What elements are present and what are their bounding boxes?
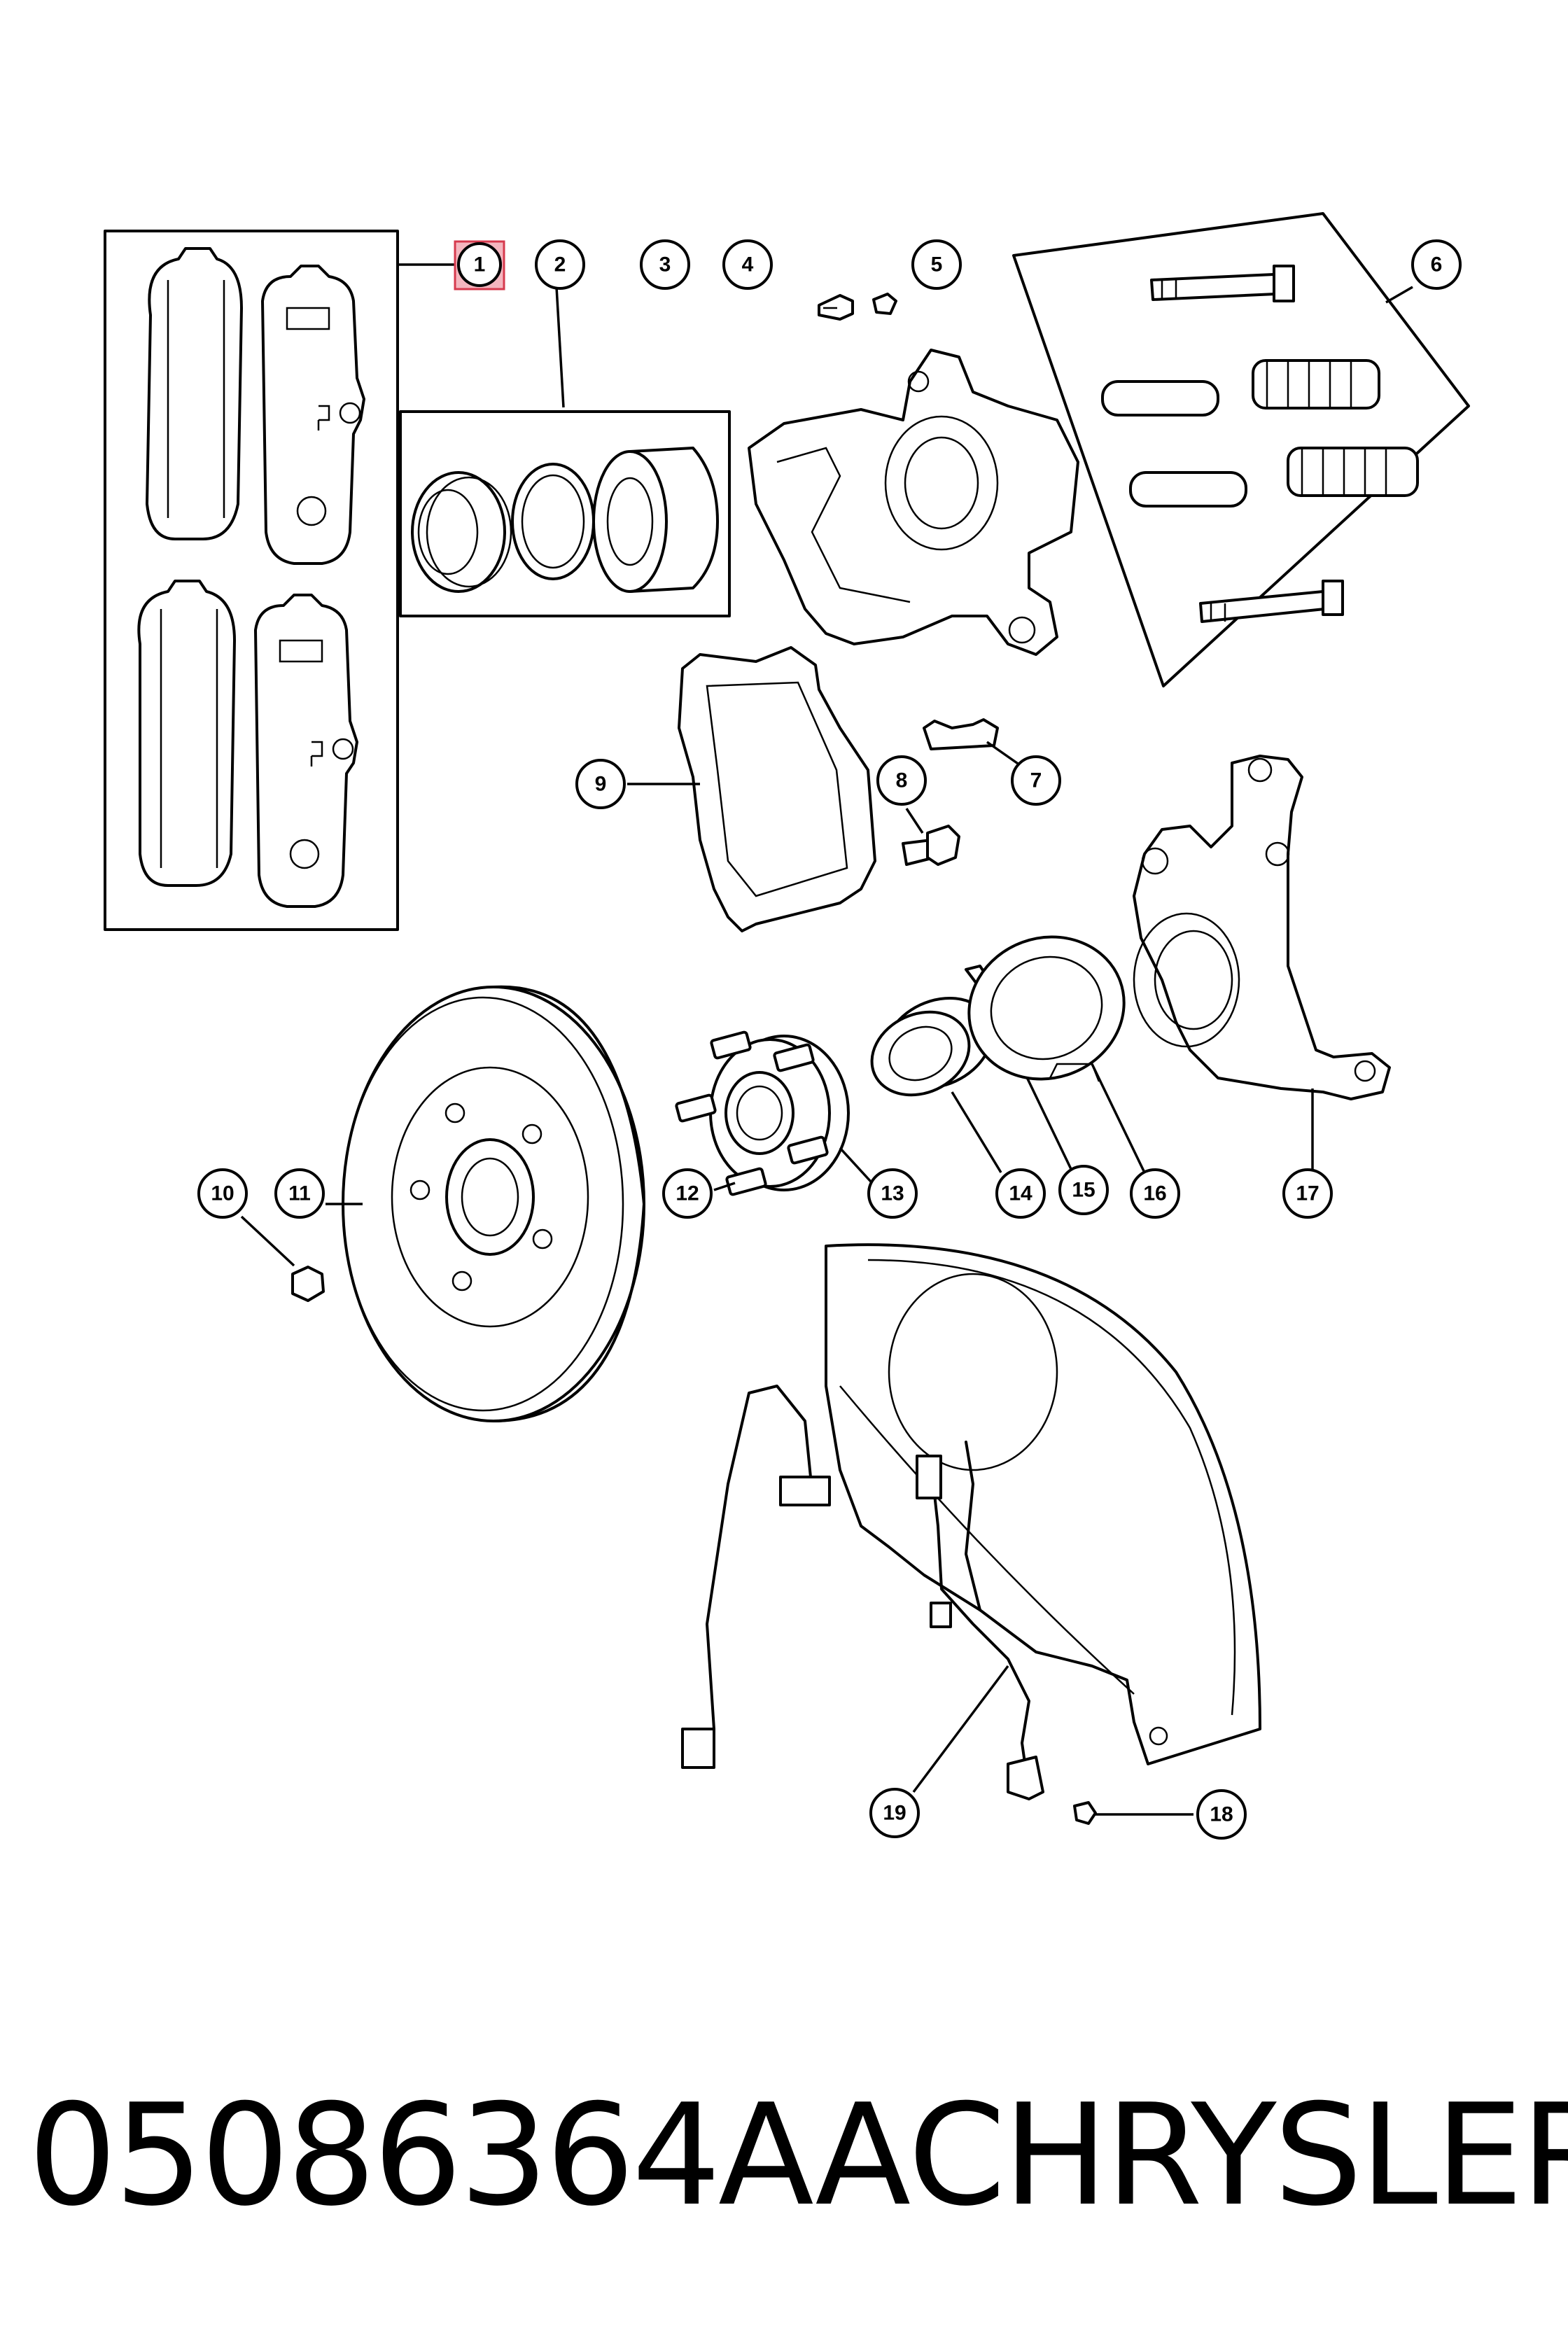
svg-text:14: 14 [1009, 1182, 1032, 1205]
callout-3: 3 [640, 239, 690, 290]
brand-name: CHRYSLER [908, 2074, 1568, 2237]
callout-18: 18 [1196, 1789, 1247, 1840]
guide-pin-bolt-upper [1150, 265, 1295, 302]
callout-1: 1 [454, 240, 505, 290]
wheel-studs [675, 1030, 829, 1196]
wheel-bearing [870, 996, 1002, 1173]
svg-text:10: 10 [211, 1182, 234, 1205]
callout-11: 11 [274, 1168, 325, 1219]
guide-pin-boot-1 [1252, 359, 1380, 410]
splash-shield-screw [1073, 1801, 1194, 1825]
callout-19: 19 [869, 1788, 920, 1838]
bleeder-cap [872, 293, 897, 315]
brake-rotor [326, 985, 645, 1422]
wheel-speed-sensor-harness [912, 1441, 1044, 1800]
piston-boot [411, 471, 512, 593]
caliper-adapter [627, 646, 876, 932]
callout-13: 13 [867, 1168, 918, 1219]
callout-14: 14 [995, 1168, 1046, 1219]
svg-text:4: 4 [742, 253, 754, 276]
anti-rattle-clip [923, 718, 1023, 768]
brake-pad-lower [137, 580, 358, 908]
piston-seal [511, 463, 595, 580]
guide-pin-sleeve-2 [1129, 471, 1247, 507]
svg-text:19: 19 [883, 1802, 906, 1825]
svg-text:3: 3 [659, 253, 671, 276]
caliper-piston [592, 447, 719, 593]
steering-knuckle [1133, 755, 1391, 1176]
svg-text:2: 2 [554, 253, 566, 276]
svg-text:6: 6 [1431, 253, 1443, 276]
splash-shield [825, 1243, 1261, 1765]
svg-text:9: 9 [595, 773, 607, 796]
brake-caliper [748, 349, 1079, 656]
piston-seal-kit-box [399, 286, 731, 617]
svg-text:15: 15 [1072, 1179, 1095, 1202]
callout-17: 17 [1282, 1168, 1333, 1219]
part-label-footer: 05086364AA CHRYSLER [28, 2072, 1568, 2240]
callout-10: 10 [197, 1168, 248, 1219]
callout-4: 4 [722, 239, 773, 290]
callout-8: 8 [876, 755, 927, 806]
caliper-mounting-bolt [902, 808, 960, 866]
guide-pin-sleeve-1 [1101, 380, 1219, 416]
svg-text:18: 18 [1210, 1803, 1233, 1826]
svg-text:16: 16 [1143, 1182, 1166, 1205]
callout-2: 2 [535, 239, 585, 290]
svg-text:5: 5 [931, 253, 943, 276]
wheel-stud-nut [240, 1215, 325, 1302]
callout-12: 12 [662, 1168, 713, 1219]
callout-5: 5 [911, 239, 962, 290]
guide-pin-boot-2 [1287, 447, 1419, 497]
svg-text:17: 17 [1296, 1182, 1319, 1205]
svg-text:13: 13 [881, 1182, 904, 1205]
callout-9: 9 [575, 759, 626, 809]
svg-text:7: 7 [1030, 769, 1042, 792]
svg-text:11: 11 [288, 1182, 311, 1205]
svg-text:12: 12 [676, 1182, 699, 1205]
guide-pin-bolt-lower [1199, 580, 1344, 623]
callout-6: 6 [1411, 239, 1462, 290]
bleeder-screw [818, 294, 854, 321]
guide-pin-kit-box [1012, 212, 1470, 687]
svg-text:1: 1 [474, 253, 486, 276]
brake-hose [681, 1385, 831, 1769]
callout-7: 7 [1011, 755, 1061, 806]
callout-16: 16 [1130, 1168, 1180, 1219]
dust-shield-ring [967, 935, 1146, 1173]
callout-15: 15 [1058, 1165, 1109, 1215]
part-number: 05086364AA [28, 2074, 911, 2237]
brake-pad-kit-box [104, 230, 456, 931]
brake-pad-upper [146, 247, 365, 565]
svg-text:8: 8 [896, 769, 908, 792]
